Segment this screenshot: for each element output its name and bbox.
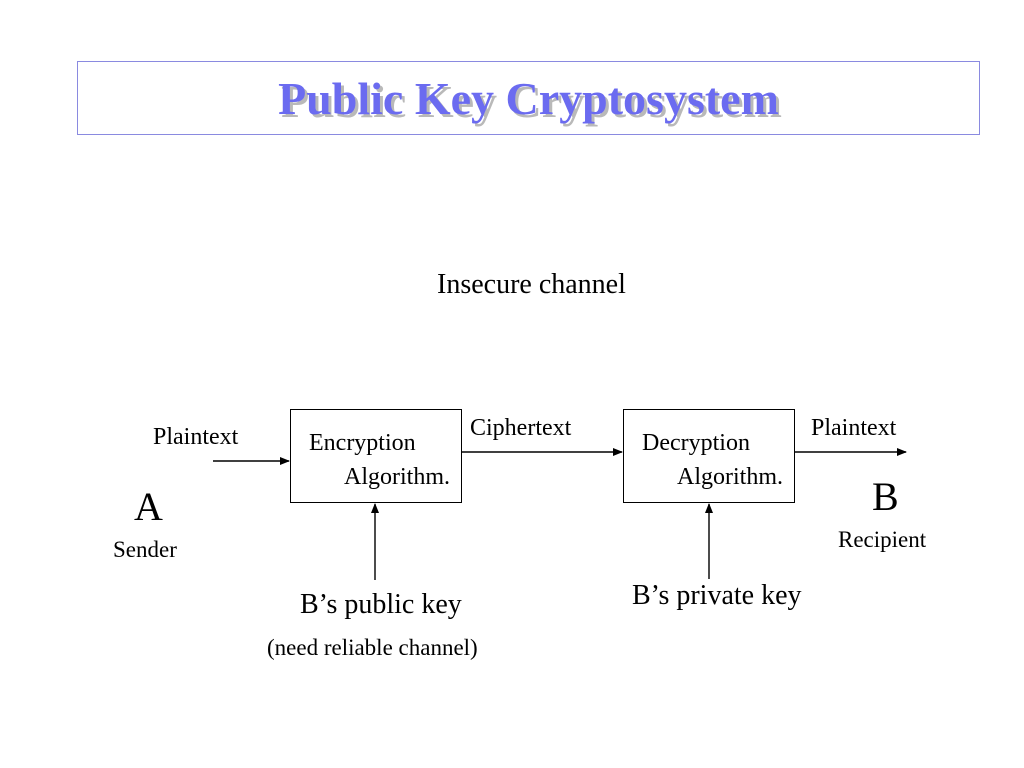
title-box: Public Key Cryptosystem Public Key Crypt…	[77, 61, 980, 135]
decryption-label-line1: Decryption	[642, 430, 750, 456]
sender-plaintext-label: Plaintext	[153, 424, 239, 450]
title-shadow: Public Key Cryptosystem	[281, 76, 782, 127]
page-title: Public Key Cryptosystem	[278, 73, 779, 124]
public-key-note: (need reliable channel)	[267, 635, 478, 660]
encryption-label-line1: Encryption	[309, 430, 416, 456]
recipient-plaintext-label: Plaintext	[811, 415, 897, 441]
decryption-algorithm-box	[623, 409, 795, 503]
encryption-algorithm-box	[290, 409, 462, 503]
ciphertext-label: Ciphertext	[470, 415, 572, 441]
private-key-label: B’s private key	[632, 580, 802, 611]
sender-letter: A	[134, 484, 163, 529]
recipient-letter: B	[872, 474, 899, 519]
recipient-label: Recipient	[838, 527, 927, 552]
decryption-label-line2: Algorithm.	[677, 464, 783, 490]
sender-label: Sender	[113, 537, 177, 562]
public-key-label: B’s public key	[300, 589, 462, 620]
insecure-channel-label: Insecure channel	[437, 269, 626, 300]
encryption-label-line2: Algorithm.	[344, 464, 450, 490]
